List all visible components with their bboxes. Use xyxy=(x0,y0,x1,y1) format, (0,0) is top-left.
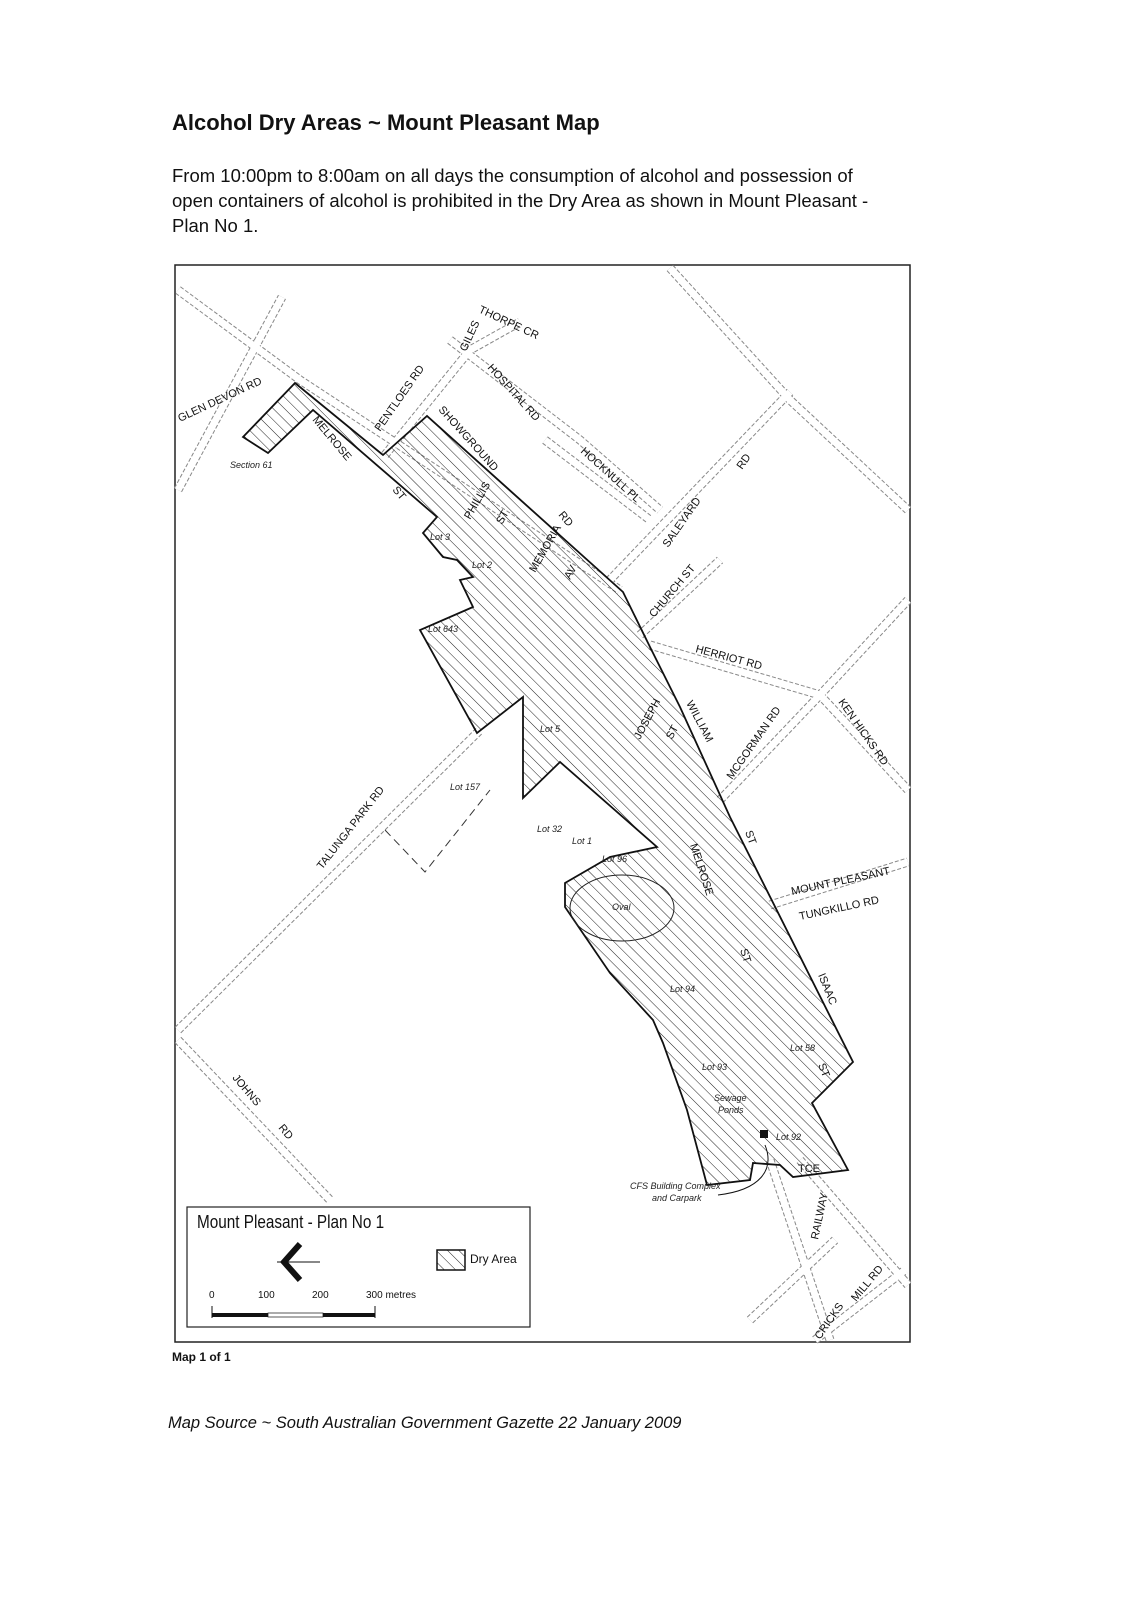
legend-dry-area-label: Dry Area xyxy=(470,1252,517,1266)
scale-tick-100: 100 xyxy=(258,1290,275,1301)
scale-tick-200: 200 xyxy=(312,1290,329,1301)
label-lot-32: Lot 32 xyxy=(537,824,562,834)
label-oval: Oval xyxy=(612,902,632,912)
road-line xyxy=(175,727,483,1033)
road-line xyxy=(649,641,821,699)
map-count: Map 1 of 1 xyxy=(172,1350,231,1364)
map-source: Map Source ~ South Australian Government… xyxy=(168,1414,682,1432)
label-lot-96: Lot 96 xyxy=(602,854,627,864)
oval-outline xyxy=(569,874,675,942)
road-line xyxy=(542,437,653,523)
label-tce: TCE xyxy=(798,1163,820,1175)
label-section-61: Section 61 xyxy=(230,460,273,470)
label-lot-94: Lot 94 xyxy=(670,984,695,994)
label-cfs-2: and Carpark xyxy=(652,1193,702,1203)
label-lot-157: Lot 157 xyxy=(450,782,481,792)
label-lot-92: Lot 92 xyxy=(776,1132,801,1142)
road-line xyxy=(175,1037,333,1203)
label-lot-5: Lot 5 xyxy=(540,724,561,734)
road-line xyxy=(797,1157,911,1288)
label-ponds: Ponds xyxy=(718,1105,744,1115)
road-line xyxy=(602,389,793,588)
lot-labels: Section 61 Lot 3 Lot 2 Lot 643 Lot 5 Lot… xyxy=(230,460,815,1203)
label-cfs-1: CFS Building Complex xyxy=(630,1181,721,1191)
lot-157-boundary xyxy=(384,789,491,873)
road-line xyxy=(382,318,522,458)
road-line xyxy=(174,295,286,492)
label-sewage: Sewage xyxy=(714,1093,747,1103)
label-lot-2: Lot 2 xyxy=(472,560,492,570)
intro-text: From 10:00pm to 8:00am on all days the c… xyxy=(172,165,869,236)
label-lot-93: Lot 93 xyxy=(702,1062,727,1072)
label-joseph-st: ST xyxy=(664,723,681,741)
label-william-st: ST xyxy=(742,829,758,847)
label-melrose-2-st: ST xyxy=(737,947,753,964)
road-line xyxy=(747,1237,838,1323)
road-line xyxy=(667,265,911,513)
road-line xyxy=(768,858,910,909)
scale-bar xyxy=(211,1306,376,1318)
label-isaac-st: ST xyxy=(815,1062,831,1080)
label-lot-1: Lot 1 xyxy=(572,836,592,846)
road-network xyxy=(174,264,912,1344)
cfs-building-marker xyxy=(760,1130,768,1138)
legend xyxy=(186,1206,531,1328)
label-lot-58: Lot 58 xyxy=(790,1043,815,1053)
dry-area-swatch xyxy=(436,1249,466,1271)
dry-area xyxy=(241,381,855,1186)
legend-title: Mount Pleasant - Plan No 1 xyxy=(197,1212,385,1232)
road-line xyxy=(817,597,911,698)
road-line xyxy=(766,1158,834,1342)
label-lot-643: Lot 643 xyxy=(428,624,458,634)
scale-tick-0: 0 xyxy=(209,1290,215,1301)
road-line xyxy=(717,692,823,803)
north-arrow-icon xyxy=(277,1242,320,1282)
label-lot-3: Lot 3 xyxy=(430,532,450,542)
cfs-leader-line xyxy=(717,1144,769,1196)
scale-tick-300: 300 metres xyxy=(366,1290,417,1301)
page-title: Alcohol Dry Areas ~ Mount Pleasant Map xyxy=(172,110,600,135)
road-line xyxy=(817,692,911,793)
road-line xyxy=(637,557,723,638)
road-line xyxy=(447,337,663,513)
road-line xyxy=(812,1267,908,1343)
